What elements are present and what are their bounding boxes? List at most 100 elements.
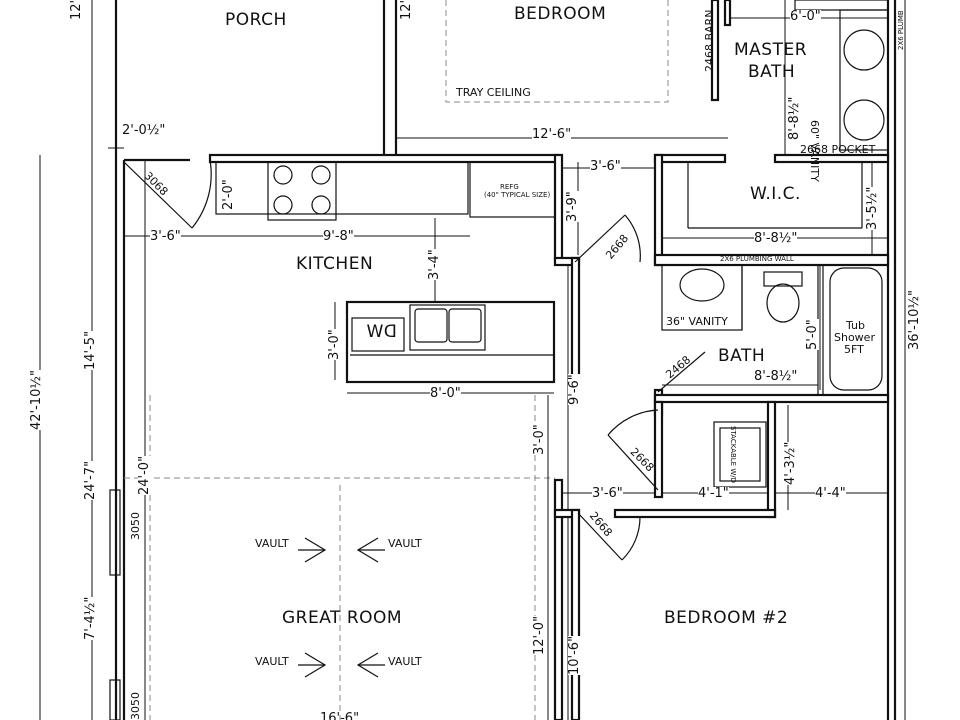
master-bath-north [794, 0, 889, 11]
master-bath-south-wall [773, 153, 890, 164]
dim-bath-8-8-top: 8'-8½" [787, 96, 802, 140]
vault-label: VAULT [255, 655, 289, 668]
dim-laundry-4-3: 4'-3½" [783, 441, 798, 485]
kitchen-counter [215, 161, 469, 215]
dim-gr-12-0: 12'-0" [532, 615, 547, 655]
range-burner [311, 165, 331, 185]
dim-left-24-7: 24'-7" [83, 460, 98, 500]
dim-bedroom-top: 12' [399, 0, 414, 20]
barn-door-note: 2468 BARN [703, 9, 716, 72]
room-label-kitchen: KITCHEN [296, 254, 374, 274]
refg-note: REFG [500, 183, 519, 191]
dim-left-7-4: 7'-4½" [83, 596, 98, 640]
double-vanity [839, 9, 889, 151]
window-3050 [109, 679, 121, 720]
dim-entry: 2'-0½" [122, 123, 166, 138]
dim-left-14-5: 14'-5" [83, 330, 98, 370]
dim-counter-2-0: 2'-0" [221, 179, 236, 210]
tub-label-1: Tub [846, 319, 866, 332]
tray-ceiling-outline [445, 0, 669, 103]
dim-bath-5-0: 5'-0" [805, 319, 820, 350]
dim-bath-8-8: 8'-8½" [754, 369, 798, 384]
dim-hall-3-6-bot: 3'-6" [592, 486, 623, 501]
stackable-washer-dryer [719, 427, 761, 482]
dishwasher [351, 317, 405, 352]
dim-gr-24-0: 24'-0" [137, 455, 152, 495]
dishwasher-label: DW [366, 322, 397, 342]
vanity-sink [843, 29, 885, 71]
room-label-master-bath-1: MASTER [734, 40, 808, 60]
dim-hall-12-6: 12'-6" [532, 127, 572, 142]
vanity-sink [843, 99, 885, 141]
toilet-bowl [766, 283, 800, 323]
toilet-tank [763, 271, 803, 287]
plumbing-wall-note: 2X6 PLUMBING WALL [720, 255, 794, 263]
tray-ceiling-note: TRAY CEILING [456, 86, 531, 99]
window-3050 [109, 489, 121, 576]
stackable-washer-dryer [713, 421, 767, 488]
range-burner [311, 195, 331, 215]
stackable-note: STACKABLE W/D [729, 426, 737, 484]
dim-kit-3-6: 3'-6" [150, 229, 181, 244]
tub-label-3: 5FT [844, 343, 864, 356]
dim-total-42: 42'-10½" [29, 370, 44, 430]
plumb-note: 2X6 PLUMB [897, 10, 905, 50]
room-label-porch: PORCH [225, 10, 287, 30]
tub-enclosure [822, 264, 889, 396]
tub-label-2: Shower [834, 331, 875, 344]
dim-hall-3-6: 3'-6" [590, 159, 621, 174]
refg-size-note: (40" TYPICAL SIZE) [484, 191, 551, 199]
sink-basin [414, 308, 448, 343]
vault-arrows [298, 537, 385, 678]
range [267, 161, 337, 221]
vault-label: VAULT [255, 537, 289, 550]
dim-hall-3-0: 3'-0" [532, 424, 547, 455]
room-label-bedroom2: BEDROOM #2 [664, 608, 789, 628]
room-label-wic: W.I.C. [750, 184, 801, 204]
room-label-bath: BATH [718, 346, 766, 366]
room-label-master-bath-2: BATH [748, 62, 796, 82]
dim-wic-6-0: 6'-0" [790, 9, 821, 24]
dim-gr-bottom: 16'-6" [320, 711, 360, 720]
vanity-36-note: 36" VANITY [666, 315, 728, 328]
bedroom2-west-wall [570, 508, 581, 720]
dim-bed2-4-4: 4'-4" [815, 486, 846, 501]
laundry-east-wall [766, 400, 777, 519]
dim-bed2-10-6: 10'-6" [567, 635, 582, 675]
dim-kit-3-4: 3'-4" [427, 249, 442, 280]
wic-north-wall [653, 153, 727, 164]
dim-island-8-0: 8'-0" [430, 386, 461, 401]
vault-label: VAULT [388, 537, 422, 550]
wic-west-wall [653, 153, 664, 267]
range-burner [273, 165, 293, 185]
dim-laundry-4-1: 4'-1" [698, 486, 729, 501]
door-swings [123, 0, 719, 561]
double-sink [409, 304, 486, 351]
vault-label: VAULT [388, 655, 422, 668]
kitchen-north-wall [208, 153, 560, 164]
barn-door-wall [723, 0, 732, 27]
refrigerator [469, 161, 556, 218]
dim-wic-8-8: 8'-8½" [754, 231, 798, 246]
dim-right-36: 36'-10½" [907, 290, 922, 350]
dim-kit-9-8: 9'-8" [323, 229, 354, 244]
dim-hall-9-6: 9'-6" [567, 374, 582, 405]
hall-west-wall [570, 256, 581, 390]
sink-basin [679, 268, 725, 302]
dim-porch-depth: 12' [69, 0, 84, 20]
plumbing-wall [653, 253, 890, 267]
kitchen-east-wall [553, 153, 564, 262]
window-tag-3050: 3050 [129, 512, 142, 540]
room-label-great-room: GREAT ROOM [282, 608, 403, 628]
tub-basin [829, 267, 883, 391]
great-room-east-wall [553, 478, 564, 720]
vanity-60-note: 60" VANITY [808, 120, 821, 182]
range-burner [273, 195, 293, 215]
dim-wic-3-5: 3'-5½" [865, 186, 880, 230]
laundry-south-wall [613, 508, 777, 519]
window-tag-3050: 3050 [129, 692, 142, 720]
dim-kit-3-9: 3'-9" [565, 191, 580, 222]
sink-basin [448, 308, 482, 343]
